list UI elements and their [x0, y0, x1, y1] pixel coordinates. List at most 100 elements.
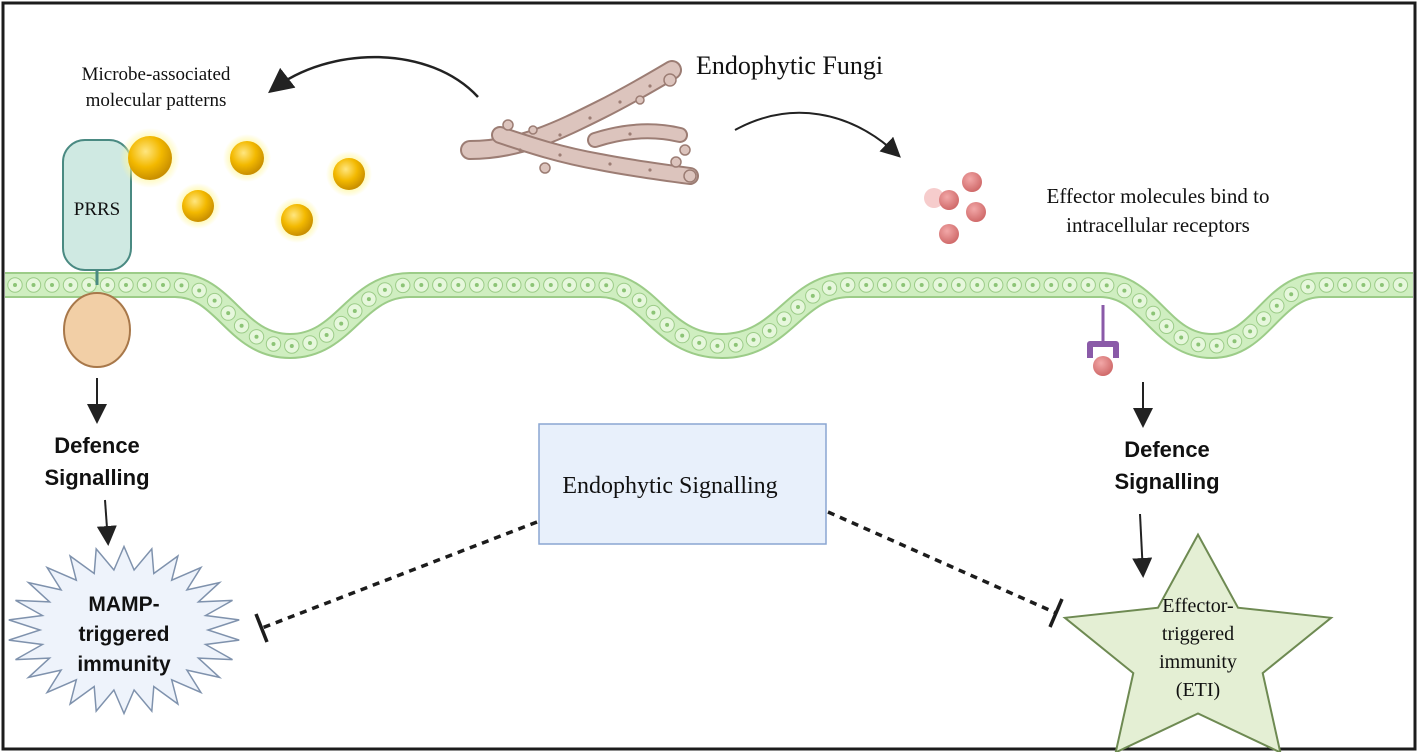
membrane-cell-nucleus [308, 341, 312, 345]
membrane-cell-nucleus [530, 283, 535, 287]
membrane-cell-nucleus [511, 283, 516, 287]
eti-label-line2: triggered [1162, 623, 1234, 645]
membrane-cell-nucleus [715, 343, 720, 348]
membrane-cell-nucleus [1261, 316, 1266, 321]
effector-molecule [966, 202, 986, 222]
membrane-cell-nucleus [919, 283, 924, 287]
membrane-cell-nucleus [751, 337, 756, 342]
membrane-cell-nucleus [1306, 284, 1310, 289]
defence-signalling-left-line2: Signalling [44, 465, 149, 490]
membrane-cell-nucleus [680, 333, 685, 338]
membrane-cell-nucleus [1030, 283, 1035, 287]
membrane-cell-nucleus [622, 288, 626, 293]
membrane-cell-nucleus [1104, 283, 1109, 288]
bound-effector-molecule [1093, 356, 1113, 376]
prrs-label: PRRS [74, 199, 120, 220]
arrow-defence-to-mti [96, 499, 117, 546]
mti-burst-shape [8, 544, 240, 716]
mamp-particle [333, 158, 365, 190]
membrane-cell-nucleus [1361, 283, 1366, 287]
membrane-cell-nucleus [1196, 342, 1201, 347]
membrane-cell-nucleus [437, 283, 442, 287]
membrane-cell-nucleus [637, 298, 642, 303]
mamp-particle [128, 136, 172, 180]
membrane-cell-nucleus [226, 311, 231, 316]
membrane-cell-nucleus [254, 334, 259, 339]
membrane-cell-nucleus [1342, 283, 1347, 287]
membrane-cell-nucleus [68, 283, 73, 287]
membrane-cell-nucleus [1179, 335, 1184, 340]
membrane-cell-nucleus [810, 293, 815, 298]
membrane-cell-nucleus [938, 283, 943, 287]
membrane-cell-nucleus [604, 283, 609, 288]
membrane-cell-nucleus [212, 298, 217, 303]
defence-signalling-left-line1: Defence [54, 433, 140, 458]
membrane-cell-nucleus [474, 283, 479, 287]
membrane-cell-nucleus [1137, 298, 1142, 303]
membrane-cell-nucleus [651, 310, 656, 315]
eti-label-line1: Effector- [1162, 595, 1233, 617]
prrs-receptor: PRRS [62, 139, 132, 368]
effector-label-line1: Effector molecules bind to [1047, 184, 1270, 208]
membrane-cell-nucleus [324, 333, 329, 337]
membrane-cell-nucleus [1151, 311, 1156, 316]
mamp-particle [182, 190, 214, 222]
membrane-cell-nucleus [124, 283, 128, 287]
membrane-cell-nucleus [400, 283, 405, 288]
intracellular-receptor [1087, 305, 1119, 376]
mamp-label-line2: molecular patterns [86, 90, 227, 111]
membrane-cell-nucleus [13, 283, 17, 287]
effector-molecule [924, 188, 944, 208]
endophytic-signalling-label: Endophytic Signalling [562, 473, 777, 499]
membrane-cell-nucleus [339, 321, 344, 326]
effector-label-line2: intracellular receptors [1066, 213, 1250, 237]
fungi-title: Endophytic Fungi [696, 51, 883, 80]
effector-molecules [924, 172, 986, 244]
membrane-cell-nucleus [845, 283, 850, 287]
mti-label-line2: triggered [78, 623, 169, 646]
membrane-cell-nucleus [1067, 283, 1072, 287]
membrane-cell-nucleus [31, 283, 36, 287]
membrane-cell-nucleus [1324, 283, 1329, 287]
membrane-cells [7, 277, 1409, 354]
membrane-cell-nucleus [239, 323, 244, 328]
mti-label-line1: MAMP- [88, 593, 159, 616]
membrane-cell-nucleus [352, 309, 357, 313]
arrow-fungi-to-mamp [268, 55, 479, 98]
membrane-cell-nucleus [827, 286, 832, 291]
membrane-cell-nucleus [1049, 283, 1054, 287]
intracellular-oval [63, 292, 131, 368]
membrane-cell-nucleus [697, 340, 702, 345]
membrane-cell-nucleus [665, 322, 670, 327]
membrane-cell-nucleus [956, 283, 961, 287]
membrane-cell-nucleus [50, 283, 54, 287]
mti-label-line3: immunity [77, 653, 171, 676]
membrane-cell-nucleus [901, 283, 906, 287]
membrane-cell-nucleus [1164, 324, 1169, 329]
membrane-cell-nucleus [366, 297, 371, 302]
membrane-cell-nucleus [733, 342, 738, 347]
membrane-cell-nucleus [1214, 343, 1219, 348]
eti-star-shape [1062, 532, 1334, 752]
membrane-cell-nucleus [197, 288, 202, 293]
cell-membrane [5, 272, 1413, 360]
mamp-particle [281, 204, 313, 236]
membrane-cell-nucleus [493, 283, 498, 287]
membrane-cell-nucleus [1398, 283, 1403, 287]
membrane-cell-nucleus [105, 283, 110, 287]
membrane-cell-nucleus [1248, 329, 1253, 334]
membrane-cell-nucleus [419, 283, 424, 287]
endophytic-signalling-box [538, 423, 827, 545]
membrane-cell-nucleus [271, 342, 276, 346]
membrane-cell-nucleus [975, 283, 980, 287]
effector-molecule [939, 190, 959, 210]
membrane-cell-nucleus [179, 283, 184, 288]
defence-signalling-right-line1: Defence [1124, 437, 1210, 462]
mamp-label-line1: Microbe-associated [82, 64, 231, 85]
membrane-cell-nucleus [1122, 288, 1127, 293]
mamp-particle [230, 141, 264, 175]
membrane-cell-nucleus [993, 283, 998, 287]
membrane-cell-nucleus [87, 283, 91, 287]
membrane-cell-nucleus [567, 283, 572, 287]
